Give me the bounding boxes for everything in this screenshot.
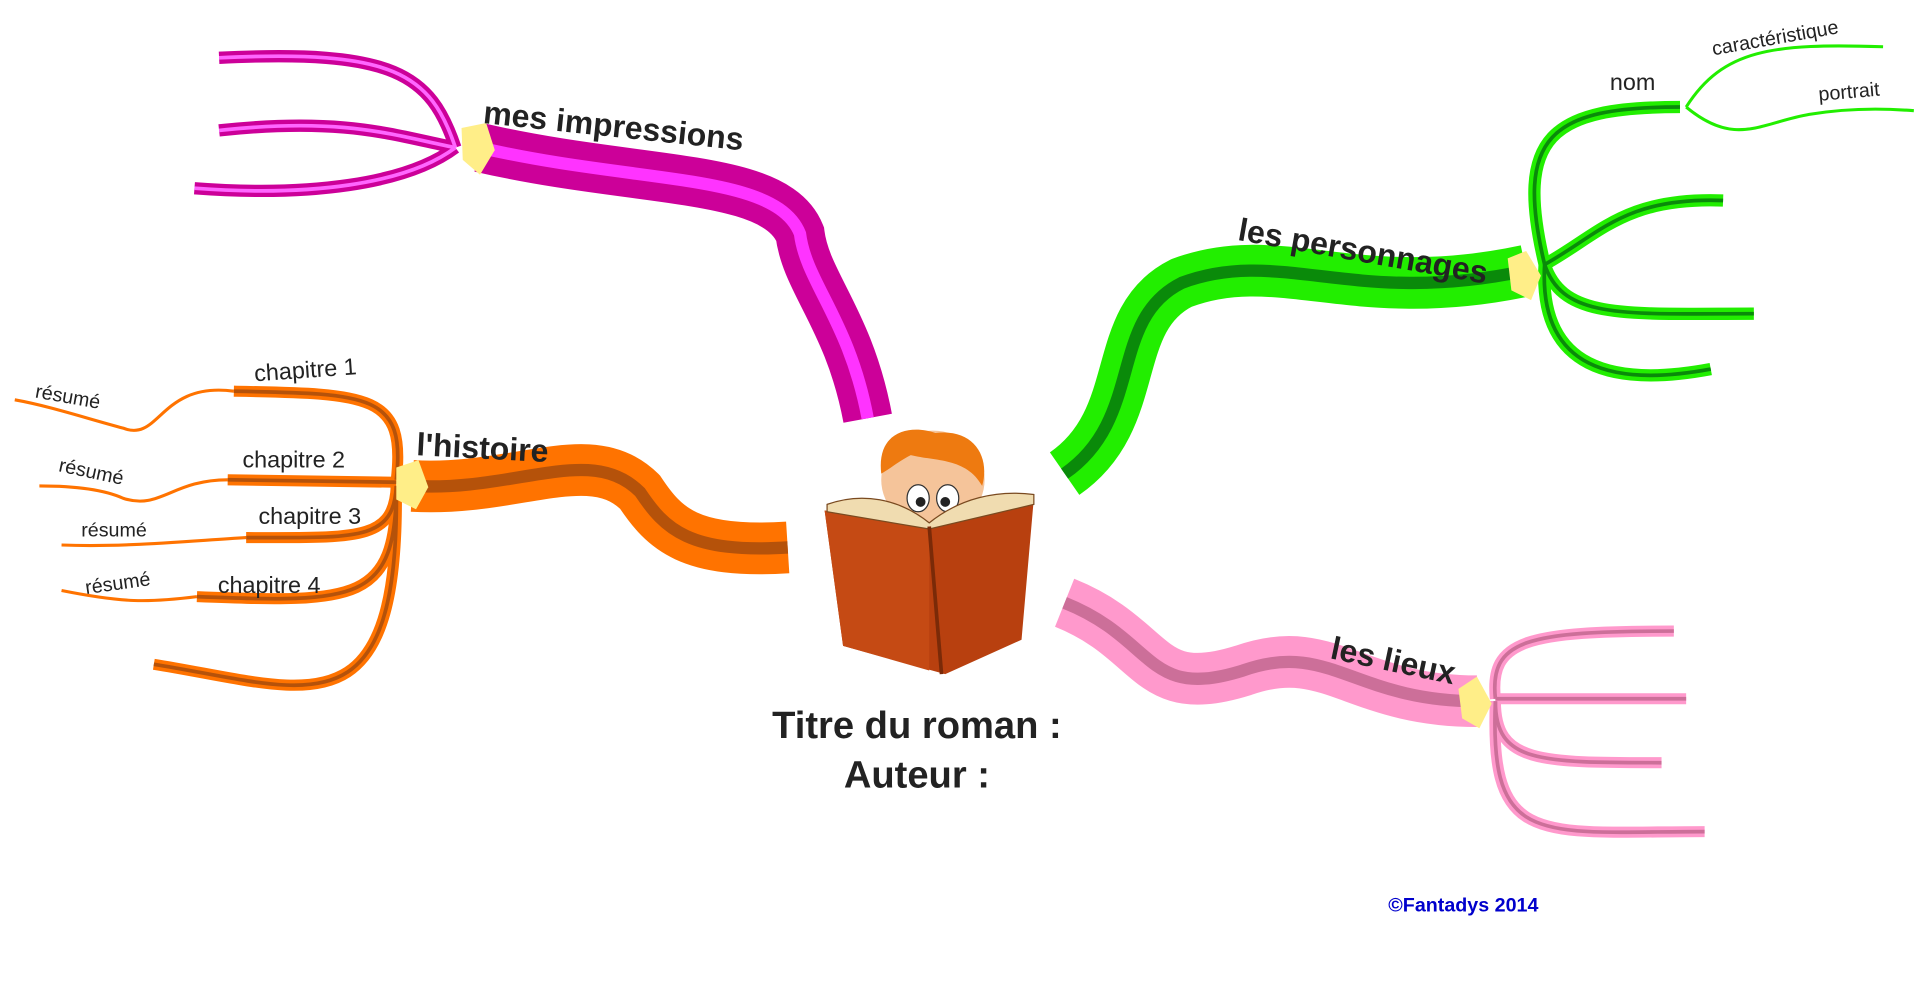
summary-label: résumé: [81, 519, 147, 541]
chapter-label: chapitre 1: [253, 353, 357, 386]
summary-label: résumé: [57, 455, 126, 490]
branch-mes-impressions[interactable]: [193, 50, 892, 424]
copyright: ©Fantadys 2014: [1388, 895, 1538, 917]
summary-label: résumé: [34, 381, 102, 414]
novel-author: Auteur :: [844, 753, 990, 796]
boy-reading-book-icon: [824, 429, 1035, 675]
pencil-tip-icon: [396, 460, 429, 510]
branch-label-histoire: l'histoire: [416, 426, 550, 469]
novel-title: Titre du roman :: [772, 704, 1062, 747]
sub-label-caracteristique: caractéristique: [1710, 16, 1840, 60]
branch-histoire[interactable]: [14, 385, 790, 691]
pencil-tip-icon: [1507, 250, 1541, 301]
pencil-tip-icon: [461, 123, 495, 175]
branch-lieux[interactable]: [1054, 578, 1705, 838]
summary-label: résumé: [84, 568, 152, 599]
pencil-tip-icon: [1458, 676, 1492, 729]
chapter-label: chapitre 4: [218, 572, 321, 598]
sub-label-nom: nom: [1610, 69, 1655, 95]
sub-label-portrait: portrait: [1818, 79, 1881, 106]
chapter-label: chapitre 2: [242, 446, 345, 472]
branch-personnages[interactable]: [1048, 44, 1914, 495]
chapter-label: chapitre 3: [258, 503, 361, 529]
